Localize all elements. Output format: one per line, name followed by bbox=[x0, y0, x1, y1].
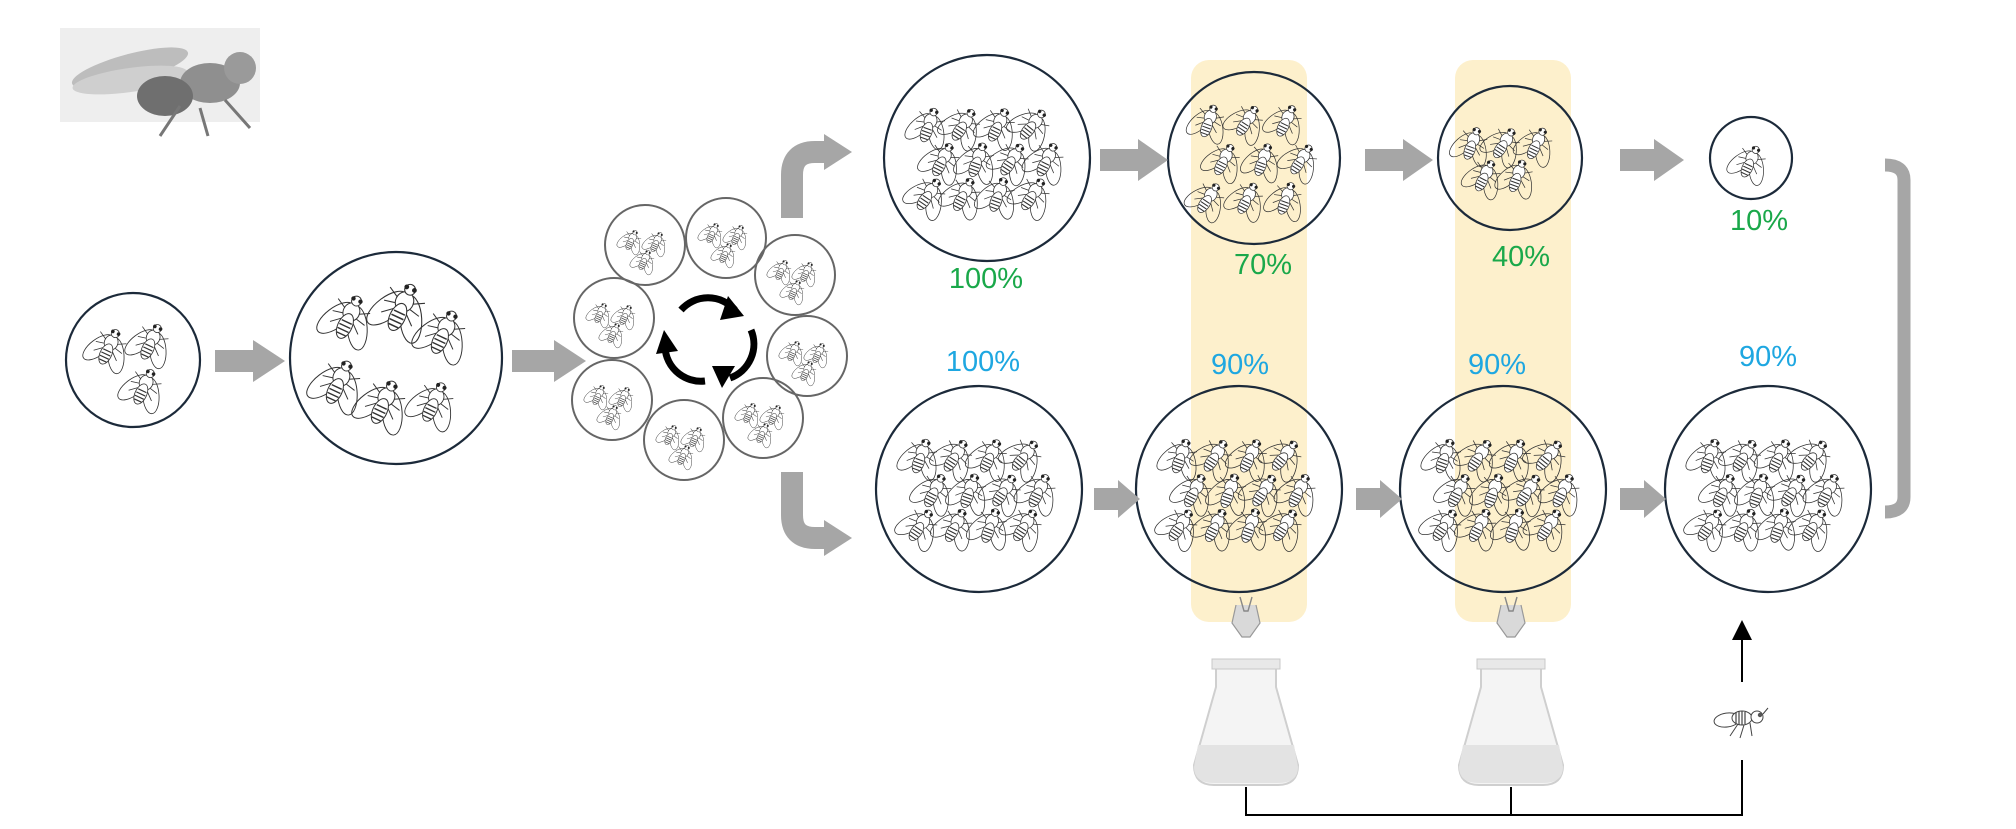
fly-drawing bbox=[1727, 465, 1788, 522]
progression-arrows bbox=[215, 139, 1684, 518]
fly-icon bbox=[1712, 707, 1769, 739]
bottom-label-90-b: 90% bbox=[1467, 349, 1527, 381]
bottom-label-90-c: 90% bbox=[1738, 341, 1798, 373]
fly-drawing bbox=[1711, 498, 1775, 558]
fly-drawing bbox=[1719, 136, 1779, 192]
connector-lines bbox=[1245, 620, 1752, 816]
fly-drawing bbox=[74, 318, 141, 381]
fly-drawing bbox=[970, 462, 1035, 524]
fly-drawing bbox=[402, 297, 483, 374]
fly-drawing bbox=[922, 498, 986, 558]
arrow-top-1 bbox=[1100, 139, 1168, 181]
split-arrow-up bbox=[781, 141, 826, 218]
founder-population bbox=[64, 291, 202, 429]
top-pop-100 bbox=[882, 53, 1092, 263]
fly-drawing bbox=[938, 465, 999, 522]
fly-drawing bbox=[930, 167, 994, 227]
fly-drawing bbox=[356, 269, 444, 353]
top-pop-40 bbox=[1436, 84, 1584, 232]
fly-drawing bbox=[307, 282, 388, 359]
bottom-label-90-a: 90% bbox=[1210, 349, 1270, 381]
bottom-pop-90-a bbox=[1134, 384, 1344, 594]
bottom-pop-100 bbox=[874, 384, 1084, 594]
arrow-top-2 bbox=[1365, 139, 1433, 181]
fly-drawing bbox=[396, 370, 470, 440]
bottom-pop-90-b bbox=[1398, 384, 1608, 594]
top-label-40: 40% bbox=[1491, 241, 1551, 273]
flask-with-fly-icon-2 bbox=[1457, 596, 1565, 786]
top-label-100: 100% bbox=[948, 263, 1024, 295]
top-label-70: 70% bbox=[1233, 249, 1293, 281]
flies bbox=[74, 94, 1858, 559]
top-pop-70 bbox=[1166, 70, 1342, 246]
fly-drawing bbox=[967, 169, 1028, 226]
fly-drawing bbox=[1014, 132, 1077, 192]
bottom-label-100: 100% bbox=[945, 346, 1021, 378]
highlight-band-2 bbox=[1455, 60, 1571, 622]
arrow-2 bbox=[512, 340, 586, 382]
fly-drawing bbox=[978, 131, 1043, 193]
split-arrows bbox=[781, 141, 826, 549]
fly-drawing bbox=[959, 500, 1020, 557]
top-pop-10 bbox=[1708, 115, 1794, 201]
arrow-bot-2 bbox=[1356, 480, 1402, 518]
fly-drawing bbox=[297, 347, 378, 424]
arrow-bot-3 bbox=[1620, 480, 1666, 518]
fly-drawing bbox=[116, 313, 183, 376]
fly-drawing bbox=[1748, 500, 1809, 557]
arrow-bot-1 bbox=[1094, 480, 1140, 518]
split-arrow-down bbox=[781, 472, 826, 549]
population-circles bbox=[64, 53, 1873, 594]
flask-with-fly-icon bbox=[1192, 596, 1300, 786]
fly-drawing bbox=[946, 134, 1007, 191]
bottom-pop-90-c bbox=[1663, 384, 1873, 594]
fly-drawing bbox=[1795, 463, 1858, 523]
return-bracket bbox=[1884, 158, 1911, 519]
fly-drawing bbox=[1759, 462, 1824, 524]
replicate-ring bbox=[571, 197, 848, 481]
top-label-10: 10% bbox=[1729, 205, 1789, 237]
arrow-top-3 bbox=[1620, 139, 1684, 181]
diverse-population bbox=[288, 250, 504, 466]
fly-photo-icon bbox=[60, 28, 260, 137]
cycle-arrows-icon bbox=[656, 294, 758, 388]
arrow-1 bbox=[215, 340, 285, 382]
fly-drawing bbox=[1006, 463, 1069, 523]
fly-drawing bbox=[109, 358, 176, 421]
